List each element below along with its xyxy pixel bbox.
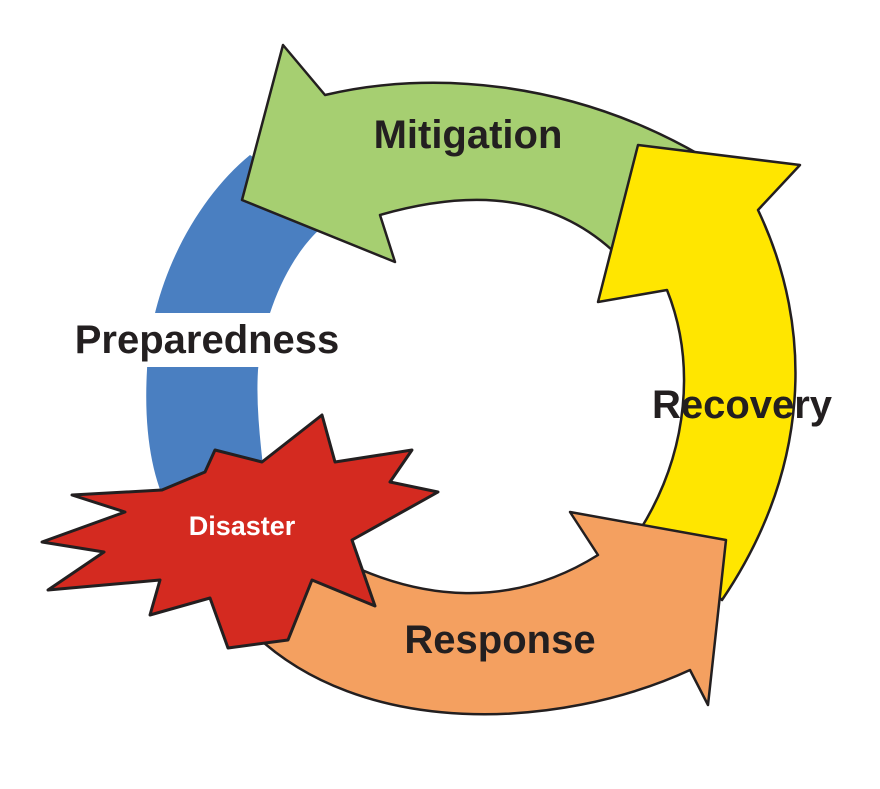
mitigation-label: Mitigation	[374, 113, 563, 157]
disaster-label: Disaster	[189, 511, 296, 541]
disaster-burst	[40, 413, 440, 650]
preparedness-label: Preparedness	[75, 318, 340, 362]
preparedness-label-backdrop	[55, 313, 355, 367]
recovery-arrow	[596, 143, 802, 602]
recovery-label: Recovery	[652, 383, 833, 427]
response-label: Response	[404, 618, 595, 662]
response-arrow	[248, 510, 728, 716]
